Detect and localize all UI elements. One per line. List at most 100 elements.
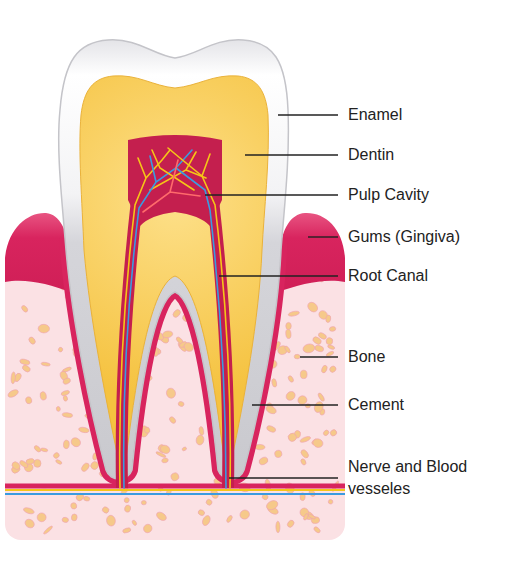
bone-pore bbox=[142, 523, 154, 535]
bone-pore bbox=[329, 326, 336, 331]
bone-pore bbox=[34, 459, 41, 467]
bone-pore bbox=[83, 496, 90, 502]
bone-pore bbox=[271, 378, 277, 387]
bone-pore bbox=[198, 426, 204, 435]
leader-line bbox=[205, 194, 338, 195]
enamel-cement bbox=[59, 40, 289, 479]
bone-pore bbox=[165, 387, 176, 399]
bone-pore bbox=[43, 525, 54, 535]
bone-pore bbox=[144, 426, 151, 434]
bone-pore bbox=[7, 388, 20, 399]
bone-pore bbox=[329, 365, 338, 374]
bone-pore bbox=[284, 390, 297, 402]
leader-line bbox=[219, 275, 338, 276]
bone-pore bbox=[172, 308, 182, 318]
bone-pore bbox=[312, 438, 324, 449]
pulp-nerves bbox=[120, 148, 231, 488]
bone-pore bbox=[326, 337, 334, 345]
bone-pore bbox=[197, 509, 205, 517]
bone-pore bbox=[300, 448, 310, 459]
bone-pore bbox=[71, 514, 77, 522]
bone-pore bbox=[62, 517, 69, 523]
bone-pore bbox=[41, 362, 51, 367]
bone-pore bbox=[238, 508, 251, 520]
bone-pore bbox=[70, 502, 77, 510]
bone-pore bbox=[19, 358, 30, 365]
leader-line bbox=[252, 404, 338, 405]
bone-pore bbox=[101, 506, 110, 514]
bone-pore bbox=[265, 404, 278, 415]
bone-pore bbox=[178, 401, 185, 407]
bone-pore bbox=[124, 497, 130, 503]
bone-pore bbox=[62, 377, 71, 385]
bone-pore bbox=[131, 519, 137, 526]
bone-pore bbox=[266, 425, 277, 434]
bone-pore bbox=[321, 365, 328, 374]
bone-pore bbox=[300, 458, 307, 466]
bone-pore bbox=[21, 364, 31, 373]
bone-pore bbox=[328, 499, 333, 504]
bone-pore bbox=[258, 456, 269, 466]
part-label: Root Canal bbox=[348, 265, 428, 287]
part-label: Gums (Gingiva) bbox=[348, 226, 460, 248]
bone-pore bbox=[55, 459, 62, 465]
bone-pore bbox=[276, 521, 280, 533]
bone-pore bbox=[21, 304, 29, 313]
part-label: Bone bbox=[348, 346, 385, 368]
bone-pore bbox=[313, 400, 325, 413]
part-label: Pulp Cavity bbox=[348, 184, 429, 206]
bone-pore bbox=[25, 396, 33, 404]
bone-pore bbox=[326, 350, 335, 357]
bone-pore bbox=[265, 499, 279, 512]
bone-pore bbox=[80, 462, 91, 473]
bone-pore bbox=[201, 514, 212, 526]
bone-pore bbox=[313, 526, 321, 534]
leader-line bbox=[300, 356, 338, 357]
bone-pore bbox=[305, 404, 310, 409]
bone-pore bbox=[317, 332, 327, 341]
gum-right bbox=[278, 213, 345, 292]
bone-pore bbox=[226, 515, 233, 524]
bone-pore bbox=[63, 440, 70, 449]
leader-line bbox=[278, 114, 338, 115]
bone-pore bbox=[303, 513, 309, 521]
bone-pore bbox=[39, 391, 47, 401]
bone-pore bbox=[294, 354, 300, 359]
part-label: Enamel bbox=[348, 104, 402, 126]
bone-pore bbox=[23, 507, 35, 515]
bone-pore bbox=[195, 435, 204, 446]
bone-pore bbox=[284, 345, 291, 353]
bone-pore bbox=[124, 504, 132, 512]
bone-pore bbox=[40, 447, 48, 452]
bone-pore bbox=[25, 458, 35, 465]
part-label: Nerve and Blood vesseles bbox=[348, 456, 488, 500]
bone-pore bbox=[60, 390, 70, 397]
bone-pore bbox=[11, 460, 22, 471]
bone-pore bbox=[161, 458, 168, 464]
bone-pore bbox=[170, 472, 180, 482]
bone-pore bbox=[329, 429, 338, 438]
bone-pore bbox=[11, 372, 16, 384]
periodontal-ligament bbox=[59, 238, 289, 479]
bone-pore bbox=[58, 347, 64, 353]
bone-pore bbox=[182, 446, 188, 451]
bone-pore bbox=[274, 450, 282, 459]
bone-pore bbox=[122, 527, 131, 534]
leader-line bbox=[308, 236, 338, 237]
bone-pore bbox=[159, 444, 171, 455]
bone-pore bbox=[78, 426, 89, 433]
bone-pore bbox=[63, 395, 68, 401]
bone-pore bbox=[168, 416, 177, 425]
bone-pore bbox=[322, 429, 329, 436]
bone-pore bbox=[325, 315, 331, 323]
bone-pore bbox=[38, 324, 50, 333]
pulp-chamber bbox=[128, 135, 222, 226]
bone-pore bbox=[299, 435, 311, 443]
leader-line bbox=[229, 477, 338, 478]
bone-pore bbox=[52, 452, 60, 460]
bone-pore bbox=[286, 322, 292, 329]
bone-pore bbox=[205, 498, 213, 506]
leader-lines bbox=[205, 115, 338, 478]
